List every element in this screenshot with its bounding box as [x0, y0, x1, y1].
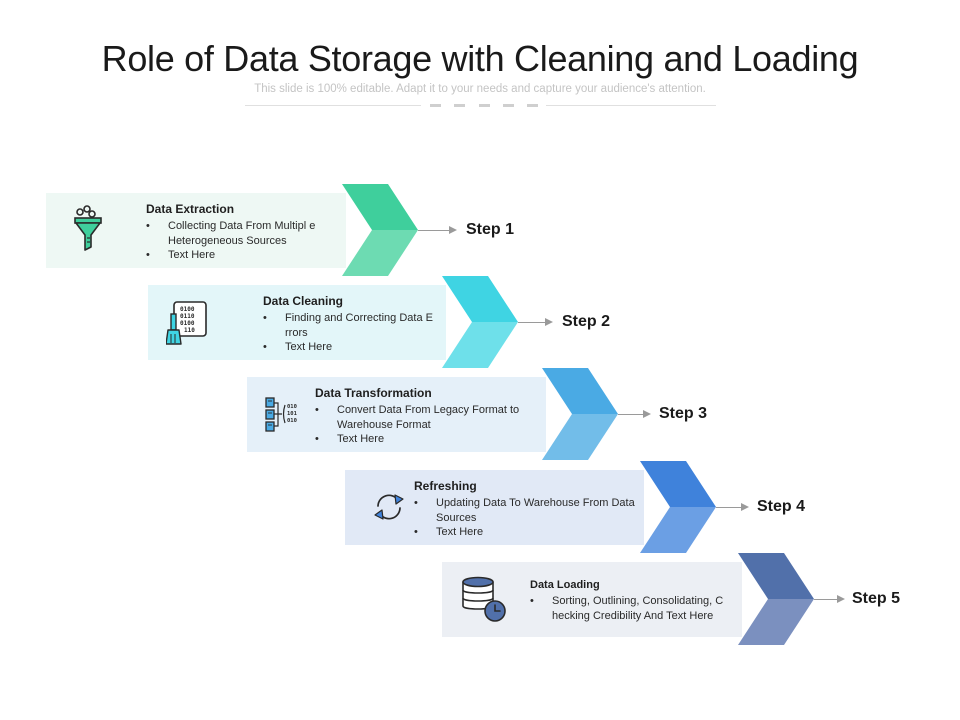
step-2: 0100 0110 0100 110 Data Cleaning Finding… — [0, 276, 960, 368]
svg-text:0110: 0110 — [180, 313, 195, 320]
divider-dashes — [430, 104, 538, 107]
svg-text:010: 010 — [287, 418, 297, 424]
divider-left — [245, 105, 421, 106]
step-1-chevron — [342, 184, 418, 276]
step-3-bullet-2: Text Here — [315, 432, 547, 447]
page-subtitle: This slide is 100% editable. Adapt it to… — [254, 83, 706, 95]
step-5-chevron — [738, 553, 814, 645]
step-4-heading: Refreshing — [414, 479, 477, 493]
step-3-arrowhead — [643, 410, 651, 418]
step-1-arrowhead — [449, 226, 457, 234]
divider-right — [546, 105, 716, 106]
step-3-heading: Data Transformation — [315, 386, 432, 400]
step-5-label: Step 5 — [852, 590, 901, 607]
step-5-bullet-1: Sorting, Outlining, Consolidating, C hec… — [530, 594, 744, 623]
step-4-content: Refreshing Updating Data To Warehouse Fr… — [414, 479, 646, 540]
svg-text:101: 101 — [287, 411, 298, 417]
step-4-arrowhead — [741, 503, 749, 511]
svg-text:010: 010 — [287, 404, 297, 410]
step-5-arrowhead — [837, 595, 845, 603]
step-5: Data Loading Sorting, Outlining, Consoli… — [0, 553, 960, 645]
step-4-bullet-2: Text Here — [414, 525, 646, 540]
step-5-content: Data Loading Sorting, Outlining, Consoli… — [530, 579, 744, 623]
database-clock-icon — [462, 576, 506, 622]
step-3-content: Data Transformation Convert Data From Le… — [315, 386, 547, 447]
step-3-label: Step 3 — [659, 405, 708, 422]
svg-text:0100: 0100 — [180, 306, 195, 313]
step-2-arrowhead — [545, 318, 553, 326]
step-4-label: Step 4 — [757, 498, 806, 515]
step-1-content: Data Extraction Collecting Data From Mul… — [146, 202, 326, 263]
step-1-connector — [418, 230, 450, 231]
step-3: 010 101 010 Data Transformation Convert … — [0, 368, 960, 460]
page-title: Role of Data Storage with Cleaning and L… — [101, 38, 859, 79]
step-2-heading: Data Cleaning — [263, 294, 344, 308]
step-2-connector — [518, 322, 546, 323]
step-2-label: Step 2 — [562, 313, 611, 330]
step-4-bullet-1: Updating Data To Warehouse From Data Sou… — [414, 496, 646, 525]
step-5-connector — [814, 599, 838, 600]
step-2-bullet-2: Text Here — [263, 340, 447, 355]
documents-to-binary-icon: 010 101 010 — [265, 397, 298, 432]
step-3-bullet-1: Convert Data From Legacy Format to Wareh… — [315, 403, 547, 432]
step-2-chevron — [442, 276, 518, 368]
step-4: Refreshing Updating Data To Warehouse Fr… — [0, 461, 960, 553]
step-2-bullet-1: Finding and Correcting Data E rrors — [263, 311, 447, 340]
binary-brush-icon: 0100 0110 0100 110 — [166, 301, 207, 345]
step-1-label: Step 1 — [466, 221, 515, 238]
step-2-content: Data Cleaning Finding and Correcting Dat… — [263, 294, 447, 355]
step-1-bullet-2: Text Here — [146, 248, 326, 263]
svg-text:110: 110 — [184, 327, 195, 334]
step-4-chevron — [640, 461, 716, 553]
step-5-heading: Data Loading — [530, 579, 600, 591]
step-1-bullet-1: Collecting Data From Multipl e Heterogen… — [146, 219, 326, 248]
funnel-icon — [74, 205, 102, 251]
svg-text:0100: 0100 — [180, 320, 195, 327]
step-3-chevron — [542, 368, 618, 460]
step-4-connector — [716, 507, 742, 508]
step-1-heading: Data Extraction — [146, 202, 235, 216]
refresh-icon — [374, 494, 404, 520]
step-3-connector — [618, 414, 644, 415]
step-1: Data Extraction Collecting Data From Mul… — [0, 184, 960, 276]
